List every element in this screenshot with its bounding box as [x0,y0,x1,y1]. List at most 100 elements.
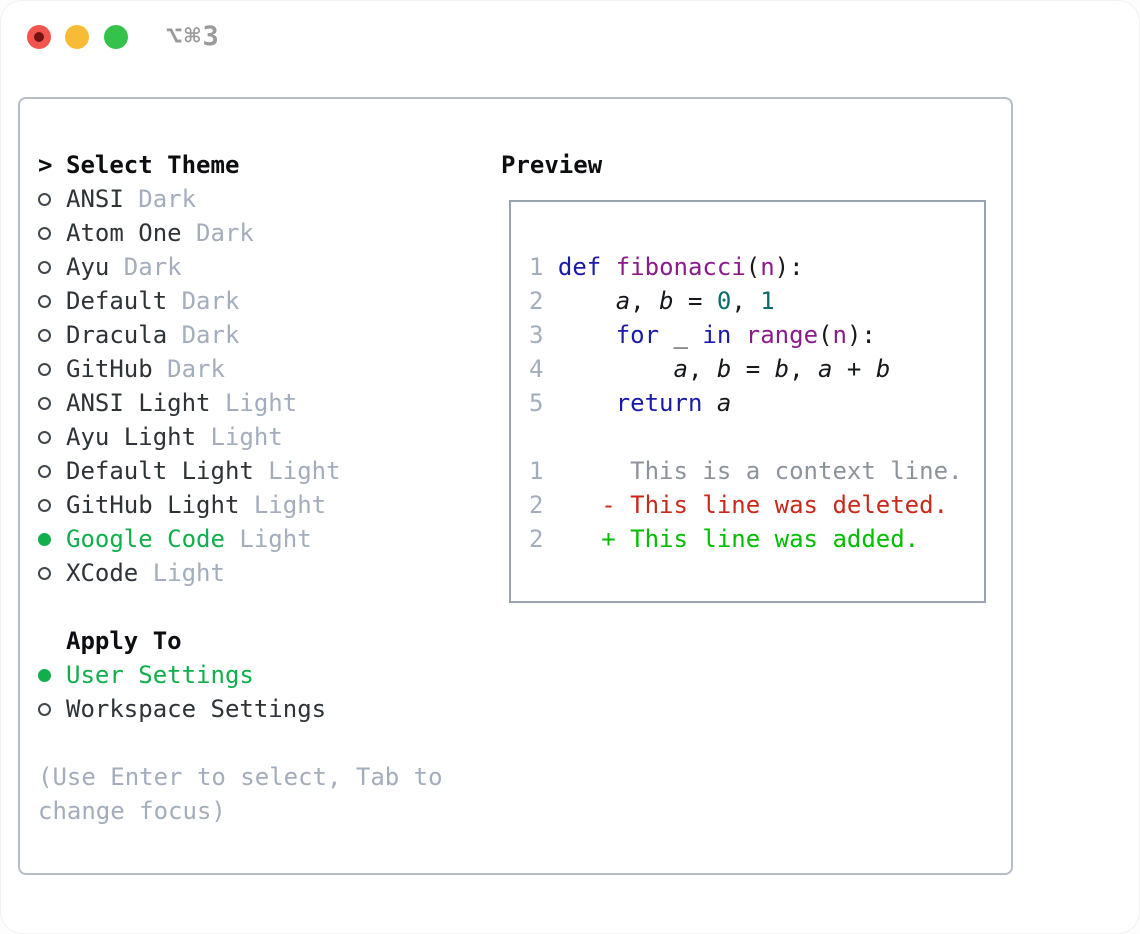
theme-variant-badge: Dark [181,219,254,247]
radio-cell [38,464,66,478]
radio-icon[interactable] [38,566,51,580]
code-token: a [716,389,732,417]
code-line: 2 a, b = 0, 1 [529,284,984,318]
theme-item[interactable]: Dracula Dark [38,318,472,352]
theme-item[interactable]: ANSI Dark [38,182,472,216]
radio-selected-icon[interactable] [38,532,51,546]
code-token: , [630,287,660,315]
radio-icon[interactable] [38,362,51,376]
radio-cell [38,226,66,240]
radio-cell [38,396,66,410]
theme-item[interactable]: GitHub Dark [38,352,472,386]
radio-cell [38,566,66,580]
code-token: b [774,355,790,383]
line-number: 4 [529,355,544,383]
code-token [601,253,615,281]
line-number: 5 [529,389,544,417]
theme-item[interactable]: GitHub Light Light [38,488,472,522]
code-token: + This line was added. [543,525,920,553]
theme-name: Ayu [66,253,110,281]
theme-item-selected[interactable]: Google Code Light [38,522,472,556]
radio-icon[interactable] [38,702,51,716]
radio-icon[interactable] [38,328,51,342]
radio-icon[interactable] [38,294,51,308]
theme-name: Dracula [66,321,168,349]
theme-item[interactable]: XCode Light [38,556,472,590]
theme-name: GitHub Light [66,491,240,519]
theme-item[interactable]: ANSI Light Light [38,386,472,420]
line-number: 3 [529,321,544,349]
radio-cell [38,702,66,716]
code-blank-line [529,420,984,454]
line-number: 2 [529,491,544,519]
theme-select-title: Select Theme [66,151,240,179]
code-token: This is a context line. [543,457,963,485]
radio-icon[interactable] [38,396,51,410]
theme-name: Google Code [66,525,225,553]
code-token: = [731,355,775,383]
theme-item[interactable]: Ayu Light Light [38,420,472,454]
radio-icon[interactable] [38,498,51,512]
radio-cell [38,260,66,274]
theme-name: Ayu Light [66,423,197,451]
radio-icon[interactable] [38,430,51,444]
radio-icon[interactable] [38,226,51,240]
code-token: range [745,321,819,349]
titlebar: ⌥⌘3 [0,0,1140,74]
code-token: fibonacci [615,253,746,281]
radio-cell [38,430,66,444]
theme-variant-badge: Light [253,457,341,485]
radio-cell [38,498,66,512]
theme-variant-badge: Dark [109,253,182,281]
code-token: b [659,287,674,315]
preview-title: Preview [501,151,603,179]
minimize-button[interactable] [65,25,89,49]
code-line: 1 def fibonacci(n): [529,250,984,284]
theme-item[interactable]: Atom One Dark [38,216,472,250]
code-line: 3 for _ in range(n): [529,318,984,352]
zoom-button[interactable] [104,25,128,49]
radio-icon[interactable] [38,464,51,478]
code-token: a [673,355,688,383]
code-token: b [716,355,732,383]
code-token: , [731,287,761,315]
code-token [543,287,615,315]
theme-variant-badge: Light [196,423,283,451]
code-token: - This line was deleted. [543,491,949,519]
code-token: for [615,321,660,349]
code-token: , [789,355,819,383]
code-token: n [760,253,775,281]
line-number: 1 [529,253,544,281]
theme-item[interactable]: Default Dark [38,284,472,318]
code-token: , [687,355,717,383]
radio-selected-icon[interactable] [38,668,51,682]
code-token [543,355,673,383]
radio-cell [38,294,66,308]
theme-item[interactable]: Default Light Light [38,454,472,488]
theme-variant-badge: Dark [123,185,197,213]
radio-cell [38,192,66,206]
line-number: 2 [529,525,544,553]
code-line: 2 - This line was deleted. [529,488,984,522]
window-shortcut-label: ⌥⌘3 [166,21,221,52]
apply-option-item[interactable]: Workspace Settings [38,692,472,726]
radio-icon[interactable] [38,192,51,206]
apply-option-name: Workspace Settings [66,695,327,723]
prompt-icon: > [38,151,53,179]
code-token: n [832,321,847,349]
code-line: 1 This is a context line. [529,454,984,488]
theme-variant-badge: Light [239,491,327,519]
code-token [543,321,615,349]
radio-icon[interactable] [38,260,51,274]
close-button[interactable] [27,25,51,49]
code-token [543,253,557,281]
theme-item[interactable]: Ayu Dark [38,250,472,284]
theme-name: GitHub [66,355,153,383]
theme-variant-badge: Light [138,559,225,587]
code-token: + [832,355,876,383]
apply-option-item-selected[interactable]: User Settings [38,658,472,692]
